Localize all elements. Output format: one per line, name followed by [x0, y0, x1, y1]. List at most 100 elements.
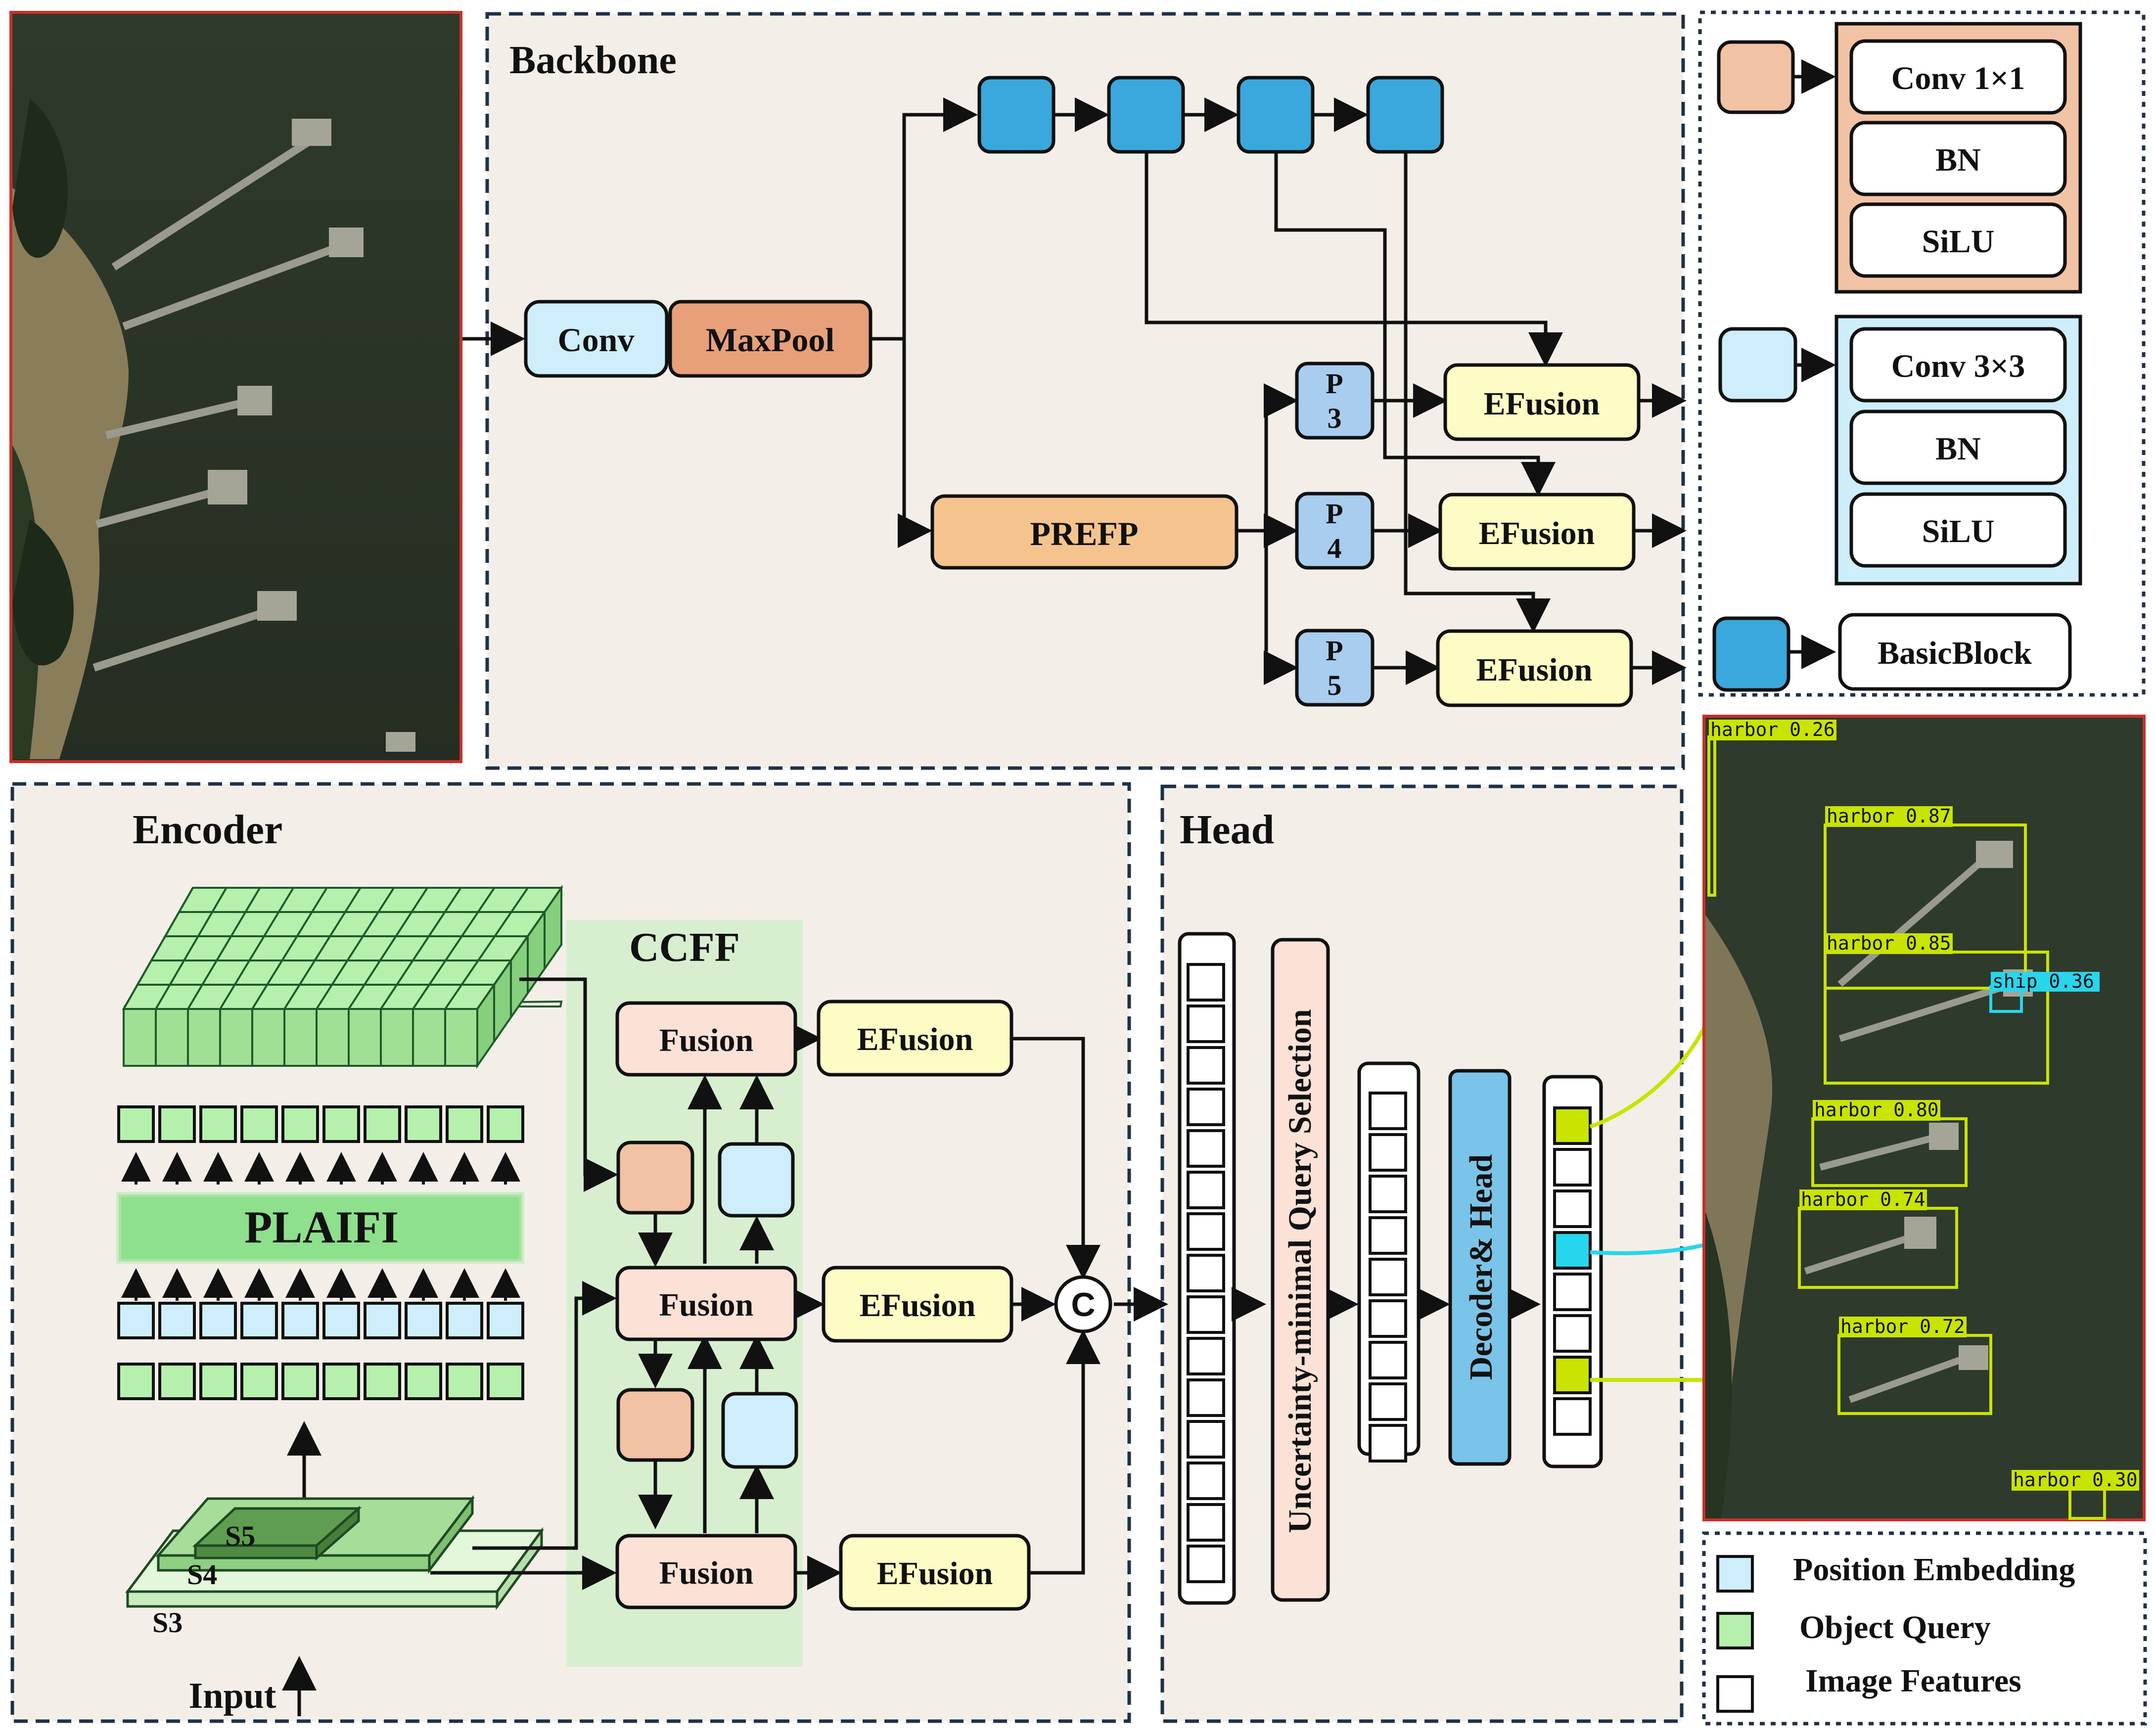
- feature-token: [158, 1363, 196, 1400]
- efusion-enc-top: [817, 1000, 1013, 1077]
- det-label-5: harbor 0.80: [1814, 1099, 1939, 1121]
- object-query-token: [158, 1105, 196, 1143]
- feature-map-grid: [122, 884, 563, 1069]
- basicblock-swatch: [1712, 616, 1790, 692]
- query-cell: [1369, 1216, 1407, 1255]
- object-query-token: [281, 1105, 319, 1143]
- output-query-cell-active: [1553, 1106, 1592, 1145]
- p5-number: 5: [1328, 669, 1342, 701]
- image-feature-cell: [1187, 1129, 1225, 1168]
- silu-cell-1: [1849, 202, 2067, 278]
- conv1x1-ccff-1: [616, 1141, 694, 1215]
- image-feature-cell: [1187, 1088, 1225, 1126]
- image-feature-cell: [1187, 1171, 1225, 1209]
- feature-token: [117, 1363, 155, 1400]
- position-embedding-token: [446, 1302, 483, 1339]
- efusion-enc-bot-label: EFusion: [877, 1555, 993, 1592]
- object-query-token: [117, 1105, 155, 1143]
- fusion-block-bot: [615, 1534, 797, 1609]
- feature-token: [405, 1363, 442, 1400]
- query-cell: [1369, 1424, 1407, 1462]
- efusion-label-p5: EFusion: [1476, 652, 1593, 688]
- conv3x3-cell: [1849, 327, 2067, 403]
- plaifi-label: PLAIFI: [244, 1202, 399, 1252]
- image-feature-cell: [1187, 1212, 1225, 1251]
- efusion-enc-bot: [839, 1534, 1031, 1611]
- multi-scale-features: [125, 1495, 544, 1610]
- bn-label-1: BN: [1935, 142, 1981, 178]
- det-label-3: harbor 0.85: [1827, 932, 1951, 954]
- conv-label: Conv: [558, 321, 635, 359]
- output-query-cell: [1553, 1148, 1592, 1187]
- p3-letter: P: [1326, 367, 1343, 400]
- output-query-cell: [1553, 1189, 1592, 1228]
- p4-number: 4: [1328, 532, 1342, 564]
- bn-label-2: BN: [1935, 431, 1981, 467]
- p5-letter: P: [1326, 635, 1343, 667]
- image-feature-cell: [1187, 1337, 1225, 1375]
- object-query-label: Object Query: [1799, 1609, 1991, 1645]
- output-query-cell-active: [1553, 1356, 1592, 1394]
- det-label-6: harbor 0.74: [1801, 1188, 1926, 1210]
- token-legend: Position Embedding Object Query Image Fe…: [1716, 1552, 2075, 1713]
- image-feature-cell: [1187, 1462, 1225, 1500]
- object-query-token: [487, 1105, 524, 1143]
- silu-label-2: SiLU: [1922, 513, 1995, 549]
- legend-blocks: Conv 1×1 BN SiLU Conv 3×3 BN SiLU BasicB…: [1712, 22, 2082, 692]
- legend-tokens-panel: [1702, 1531, 2147, 1726]
- detection-result-image: harbor 0.26 harbor 0.87 harbor 0.85 ship…: [1702, 715, 2146, 1521]
- conv1x1-ccff-2: [616, 1388, 694, 1462]
- bn-cell-1: [1849, 121, 2067, 196]
- position-embedding-token: [281, 1302, 319, 1339]
- backbone-title: Backbone: [509, 39, 677, 82]
- feature-token: [446, 1363, 483, 1400]
- head-title: Head: [1180, 807, 1274, 853]
- efusion-enc-mid-label: EFusion: [860, 1287, 976, 1324]
- p4-block: [1295, 492, 1375, 570]
- position-embedding-token: [158, 1302, 196, 1339]
- query-cell: [1369, 1175, 1407, 1213]
- efusion-enc-top-label: EFusion: [857, 1021, 973, 1057]
- object-query-token: [446, 1105, 483, 1143]
- conv1x1-swatch: [1717, 40, 1795, 114]
- feature-token: [364, 1363, 401, 1400]
- image-feature-cell: [1187, 1420, 1225, 1459]
- output-query-cell-active: [1553, 1231, 1592, 1270]
- feature-token: [487, 1363, 524, 1400]
- det-label-4: ship 0.36: [1992, 970, 2094, 992]
- basic-block-3: [1237, 76, 1315, 154]
- object-query-token: [405, 1105, 442, 1143]
- backbone-diagram: Conv MaxPool PREFP P 3 P 4 P 5 EFusion E…: [462, 76, 1687, 707]
- image-feature-cell: [1187, 1046, 1225, 1085]
- efusion-block-p5: [1436, 629, 1633, 707]
- object-query-token: [364, 1105, 401, 1143]
- conv1x1-cell: [1849, 39, 2067, 115]
- encoder-diagram: CCFF PLAIFI: [116, 884, 1168, 1716]
- image-feature-cell: [1187, 1254, 1225, 1292]
- query-cell: [1369, 1092, 1407, 1130]
- position-embedding-token: [487, 1302, 524, 1339]
- basic-block-4: [1366, 76, 1444, 154]
- head-diagram: Uncertainty-minimal Query Selection Deco…: [1178, 900, 1982, 1605]
- basicblock-cell: [1838, 613, 2072, 691]
- s5-label: S5: [225, 1520, 255, 1552]
- s4-label: S4: [187, 1558, 217, 1591]
- conv3x3-ccff-2: [721, 1392, 798, 1469]
- image-features-label: Image Features: [1805, 1663, 2021, 1699]
- s3-label: S3: [152, 1606, 183, 1639]
- det-label-2: harbor 0.87: [1827, 805, 1951, 827]
- efusion-label-p4: EFusion: [1479, 515, 1595, 551]
- query-cell: [1369, 1382, 1407, 1421]
- prefp-label: PREFP: [1030, 515, 1138, 552]
- image-feature-cell: [1187, 1503, 1225, 1542]
- query-cell: [1369, 1133, 1407, 1172]
- prefp-block: [930, 494, 1238, 570]
- fusion-block-top: [615, 1001, 797, 1077]
- maxpool-label: MaxPool: [706, 321, 835, 359]
- object-query-token: [240, 1105, 278, 1143]
- image-feature-cell: [1187, 963, 1225, 1002]
- input-aerial-image: [9, 11, 462, 763]
- image-feature-cell: [1187, 1545, 1225, 1583]
- position-embedding-token: [199, 1302, 237, 1339]
- query-selection-block: [1271, 938, 1330, 1602]
